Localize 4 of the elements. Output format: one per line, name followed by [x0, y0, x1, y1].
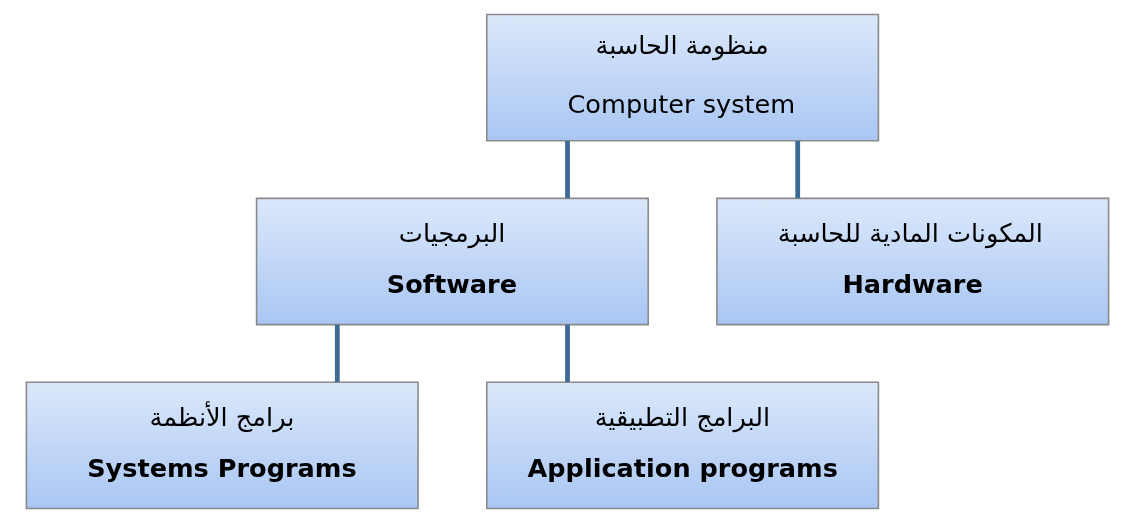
- connector: [334, 324, 340, 382]
- connector: [794, 140, 800, 199]
- connector: [564, 324, 570, 382]
- connector: [564, 140, 570, 199]
